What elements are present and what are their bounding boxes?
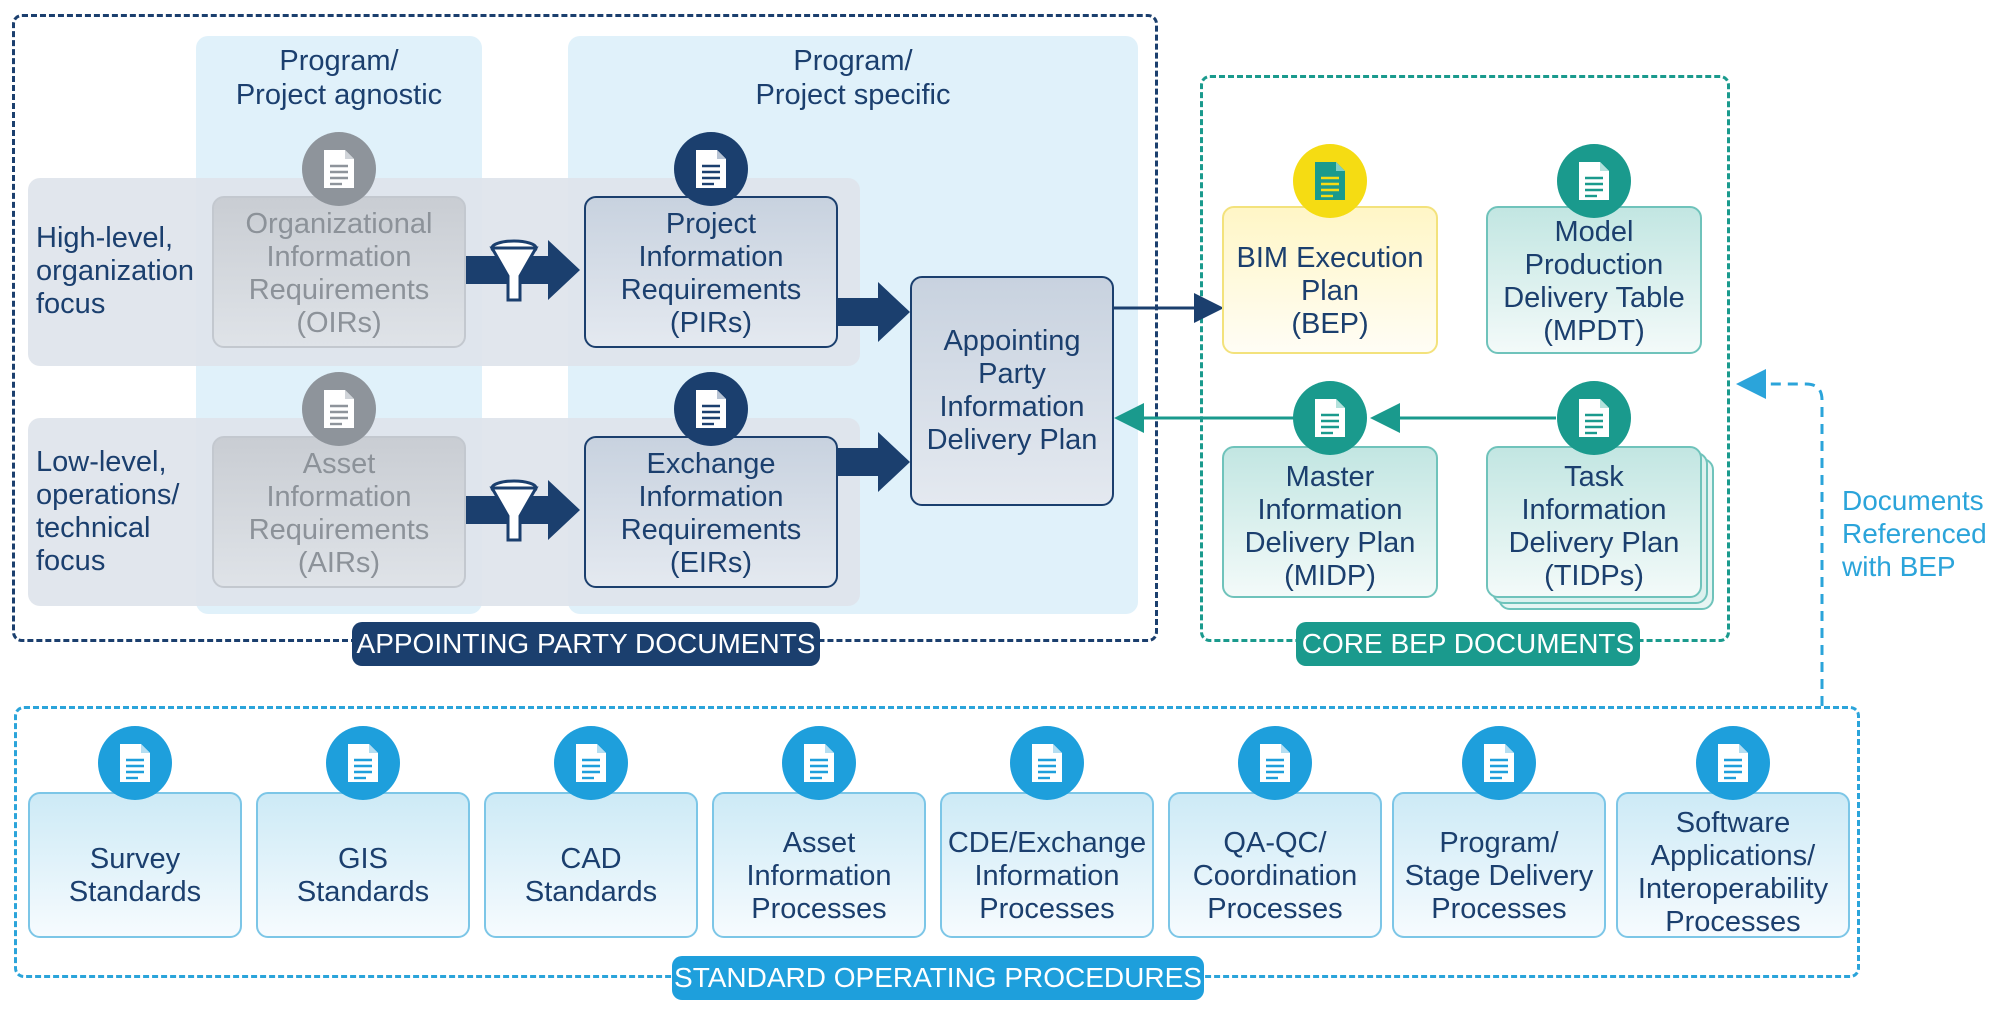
document-icon [782,726,856,800]
sop-card-label: GIS Standards [296,843,430,908]
bep-label: BIM Execution Plan (BEP) [1236,241,1424,340]
bep-document: BIM Execution Plan (BEP) [1222,206,1438,354]
appointing-party-plan-document: Appointing Party Information Delivery Pl… [910,276,1114,506]
sop-card-label: CDE/Exchange Information Processes [947,826,1147,925]
sop-card: CAD Standards [484,792,698,938]
documents-referenced-label: Documents Referenced with BEP [1842,485,1987,582]
document-icon [1010,726,1084,800]
eir-document: Exchange Information Requirements (EIRs) [584,436,838,588]
document-icon [1557,144,1631,218]
sop-card: Software Applications/ Interoperability … [1616,792,1850,938]
mpdt-document: Model Production Delivery Table (MPDT) [1486,206,1702,354]
document-icon [1238,726,1312,800]
arrow-sop-to-core [1736,369,1824,706]
sop-card: Asset Information Processes [712,792,926,938]
sop-card-label: Survey Standards [68,843,202,908]
document-icon [1696,726,1770,800]
document-icon [1293,381,1367,455]
section-label-core: CORE BEP DOCUMENTS [1296,622,1640,666]
funnel-icon [489,479,539,542]
tidp-label: Task Information Delivery Plan (TIDPs) [1508,461,1680,592]
sop-card-label: QA-QC/ Coordination Processes [1192,826,1358,925]
row-label-high: High-level, organization focus [36,222,194,320]
document-icon [98,726,172,800]
sop-card: Survey Standards [28,792,242,938]
document-icon [554,726,628,800]
column-title-specific: Program/ Project specific [755,45,951,111]
document-icon [1293,144,1367,218]
pir-document: Project Information Requirements (PIRs) [584,196,838,348]
sop-card-label: Asset Information Processes [746,826,892,925]
document-icon [1462,726,1536,800]
document-icon [302,372,376,446]
midp-label: Master Information Delivery Plan (MIDP) [1244,461,1416,592]
mpdt-label: Model Production Delivery Table (MPDT) [1503,216,1685,347]
sop-card: GIS Standards [256,792,470,938]
oir-label: Organizational Information Requirements … [245,208,433,339]
arrow-right-icon [838,432,910,492]
sop-card: Program/ Stage Delivery Processes [1392,792,1606,938]
funnel-icon [489,239,539,302]
pir-label: Project Information Requirements (PIRs) [620,208,802,339]
section-label-appointing: APPOINTING PARTY DOCUMENTS [352,622,820,666]
arrow-right-icon [838,282,910,342]
row-label-low: Low-level, operations/ technical focus [36,446,180,577]
document-icon [674,372,748,446]
column-title-agnostic: Program/ Project agnostic [235,45,443,111]
eir-label: Exchange Information Requirements (EIRs) [620,448,802,579]
tidp-document: Task Information Delivery Plan (TIDPs) [1486,446,1702,598]
document-icon [326,726,400,800]
document-icon [1557,381,1631,455]
document-icon [674,132,748,206]
sop-card-label: CAD Standards [524,843,658,908]
oir-document: Organizational Information Requirements … [212,196,466,348]
sop-card: CDE/Exchange Information Processes [940,792,1154,938]
air-label: Asset Information Requirements (AIRs) [248,448,430,579]
sop-card-label: Software Applications/ Interoperability … [1637,807,1829,938]
section-label-sop: STANDARD OPERATING PROCEDURES [672,956,1204,1000]
sop-card: QA-QC/ Coordination Processes [1168,792,1382,938]
document-icon [302,132,376,206]
air-document: Asset Information Requirements (AIRs) [212,436,466,588]
sop-card-label: Program/ Stage Delivery Processes [1404,826,1594,925]
midp-document: Master Information Delivery Plan (MIDP) [1222,446,1438,598]
appointing-party-plan-label: Appointing Party Information Delivery Pl… [926,325,1098,456]
